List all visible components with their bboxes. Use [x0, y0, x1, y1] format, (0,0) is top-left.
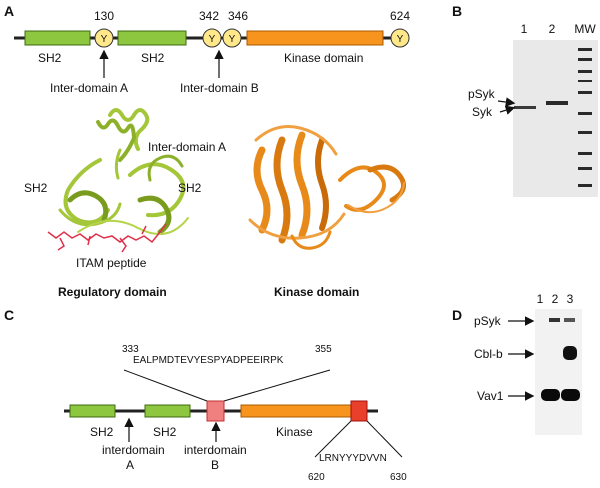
zoom-line-b-left — [123, 369, 208, 402]
activation-loop-box — [350, 400, 368, 422]
panel-b-label: B — [452, 3, 462, 19]
residue-342: 342 — [199, 9, 219, 23]
kinase-domain-c — [240, 404, 367, 418]
blot-d-lane-1: 1 — [537, 292, 544, 306]
interdomain-b-sequence: EALPMDTEVYESPYADPEEIRPK — [133, 355, 284, 366]
structure-sh2-left-label: SH2 — [24, 181, 48, 195]
sh2-domain-2 — [117, 30, 187, 46]
panel-a-label: A — [4, 3, 14, 19]
c-interdomain-a-line1: interdomain — [102, 443, 165, 457]
structure-interdomain-a-label: Inter-domain A — [148, 140, 226, 154]
interdomain-a-label: Inter-domain A — [50, 81, 128, 95]
blot-d-lane-2: 2 — [552, 292, 559, 306]
tyrosine-130: Y — [94, 28, 114, 48]
zoom-line-al-right — [366, 420, 403, 458]
gel-b-lane-1: 1 — [521, 22, 528, 36]
sh2-domain-c-2 — [144, 404, 191, 418]
svg-text:Y: Y — [209, 34, 216, 45]
sh2-label-c-1: SH2 — [90, 425, 114, 439]
gel-b-band-psyk — [546, 101, 568, 105]
gel-b-band-syk — [514, 106, 536, 109]
gel-b — [513, 40, 598, 197]
residue-346: 346 — [228, 9, 248, 23]
tyrosine-624: Y — [390, 28, 410, 48]
sh2-label-1: SH2 — [38, 51, 62, 65]
itam-peptide-label: ITAM peptide — [76, 256, 147, 270]
kinase-domain-caption: Kinase domain — [274, 285, 359, 299]
gel-b-syk-arrow — [499, 105, 516, 115]
residue-624: 624 — [390, 9, 410, 23]
gel-b-lane-mw: MW — [574, 22, 596, 36]
structure-sh2-right-label: SH2 — [178, 181, 202, 195]
sh2-domain-1 — [24, 30, 91, 46]
c-interdomain-b-line1: interdomain — [184, 443, 247, 457]
gel-b-syk-label: Syk — [472, 105, 493, 119]
blot-d-band-vav1-2 — [541, 389, 560, 401]
gel-b-psyk-label: pSyk — [468, 87, 496, 101]
blot-d — [535, 309, 582, 435]
gel-b-psyk-arrow — [497, 97, 516, 107]
c-interdomain-a-line2: A — [126, 458, 134, 472]
panel-d-label: D — [452, 307, 462, 323]
blot-d-band-psyk-2 — [549, 318, 560, 322]
gel-b-mw-ladder — [578, 48, 592, 187]
regulatory-domain-caption: Regulatory domain — [58, 285, 167, 299]
sh2-label-2: SH2 — [141, 51, 165, 65]
interdomain-b-label: Inter-domain B — [180, 81, 259, 95]
kinase-domain-structure — [248, 125, 407, 250]
blot-d-vav1-label: Vav1 — [477, 389, 504, 403]
blot-d-cblb-label: Cbl-b — [474, 347, 503, 361]
svg-text:Y: Y — [229, 34, 236, 45]
svg-text:Y: Y — [101, 34, 108, 45]
residue-130: 130 — [94, 9, 114, 23]
kinase-domain — [246, 30, 384, 46]
regulatory-domain-structure — [58, 108, 189, 236]
sh2-label-c-2: SH2 — [153, 425, 177, 439]
interdomain-b-box — [206, 400, 225, 422]
seq-end-630: 630 — [390, 472, 407, 483]
panel-c-label: C — [4, 307, 14, 323]
seq-start-620: 620 — [308, 472, 325, 483]
kinase-domain-label: Kinase domain — [284, 51, 363, 65]
seq-end-355: 355 — [315, 344, 332, 355]
blot-d-band-cblb-3 — [563, 346, 577, 360]
kinase-label-c: Kinase — [276, 425, 313, 439]
seq-start-333: 333 — [122, 344, 139, 355]
svg-text:Y: Y — [397, 34, 404, 45]
activation-loop-sequence: LRNYYYDVVN — [319, 453, 387, 464]
tyrosine-346: Y — [222, 28, 242, 48]
zoom-line-al-left — [314, 420, 352, 458]
zoom-line-b-right — [223, 369, 331, 402]
itam-peptide-structure — [47, 223, 167, 253]
blot-d-band-vav1-3 — [561, 389, 580, 401]
sh2-domain-c-1 — [69, 404, 116, 418]
c-interdomain-b-line2: B — [211, 458, 219, 472]
gel-b-lane-2: 2 — [549, 22, 556, 36]
tyrosine-342: Y — [202, 28, 222, 48]
blot-d-psyk-label: pSyk — [474, 314, 502, 328]
blot-d-band-psyk-3 — [564, 318, 575, 322]
blot-d-lane-3: 3 — [567, 292, 574, 306]
